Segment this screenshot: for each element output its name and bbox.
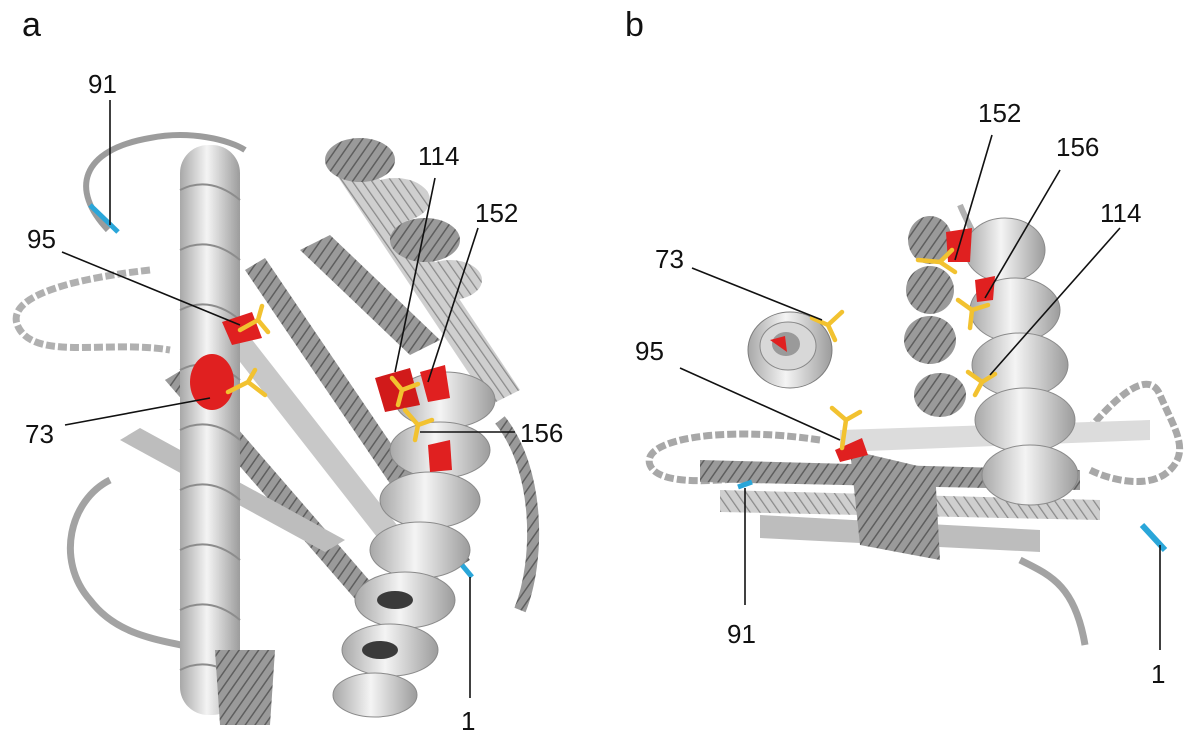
panel-b-label-91: 91 bbox=[727, 619, 756, 649]
panel-a-loop-left bbox=[16, 270, 170, 350]
panel-b-label-156: 156 bbox=[1056, 132, 1099, 162]
panel-a-label-114: 114 bbox=[418, 141, 459, 171]
panel-a-loop-right bbox=[500, 420, 533, 610]
panel-b-terminus-1 bbox=[1142, 525, 1165, 550]
panel-a-structure bbox=[16, 135, 533, 725]
panel-a-letter: a bbox=[22, 6, 41, 44]
panel-a: a bbox=[16, 6, 563, 736]
panel-b-helix-white bbox=[965, 218, 1078, 505]
panel-a-label-156: 156 bbox=[520, 418, 563, 448]
panel-b-label-95: 95 bbox=[635, 336, 664, 366]
panel-b-label-114: 114 bbox=[1100, 198, 1141, 228]
panel-a-label-152: 152 bbox=[475, 198, 518, 228]
panel-b-highlight-156 bbox=[975, 276, 995, 302]
panel-b-label-1: 1 bbox=[1151, 659, 1165, 689]
panel-b-label-152: 152 bbox=[978, 98, 1021, 128]
panel-a-highlight-73 bbox=[190, 354, 234, 410]
panel-b-structure bbox=[649, 205, 1179, 645]
panel-b-letter: b bbox=[625, 6, 644, 44]
panel-a-helix-left bbox=[180, 145, 240, 715]
panel-a-label-95: 95 bbox=[27, 224, 56, 254]
panel-a-label-91: 91 bbox=[88, 69, 117, 99]
panel-b: b bbox=[625, 6, 1180, 689]
panel-a-terminus-1 bbox=[462, 565, 472, 577]
panel-b-loop-bottom bbox=[1020, 560, 1085, 645]
panel-a-hatched-tail bbox=[215, 650, 275, 725]
panel-a-label-73: 73 bbox=[25, 419, 54, 449]
panel-a-highlight-156 bbox=[428, 440, 452, 472]
panel-b-label-73: 73 bbox=[655, 244, 684, 274]
panel-b-sidechains bbox=[812, 250, 995, 448]
panel-a-label-1: 1 bbox=[461, 706, 475, 736]
